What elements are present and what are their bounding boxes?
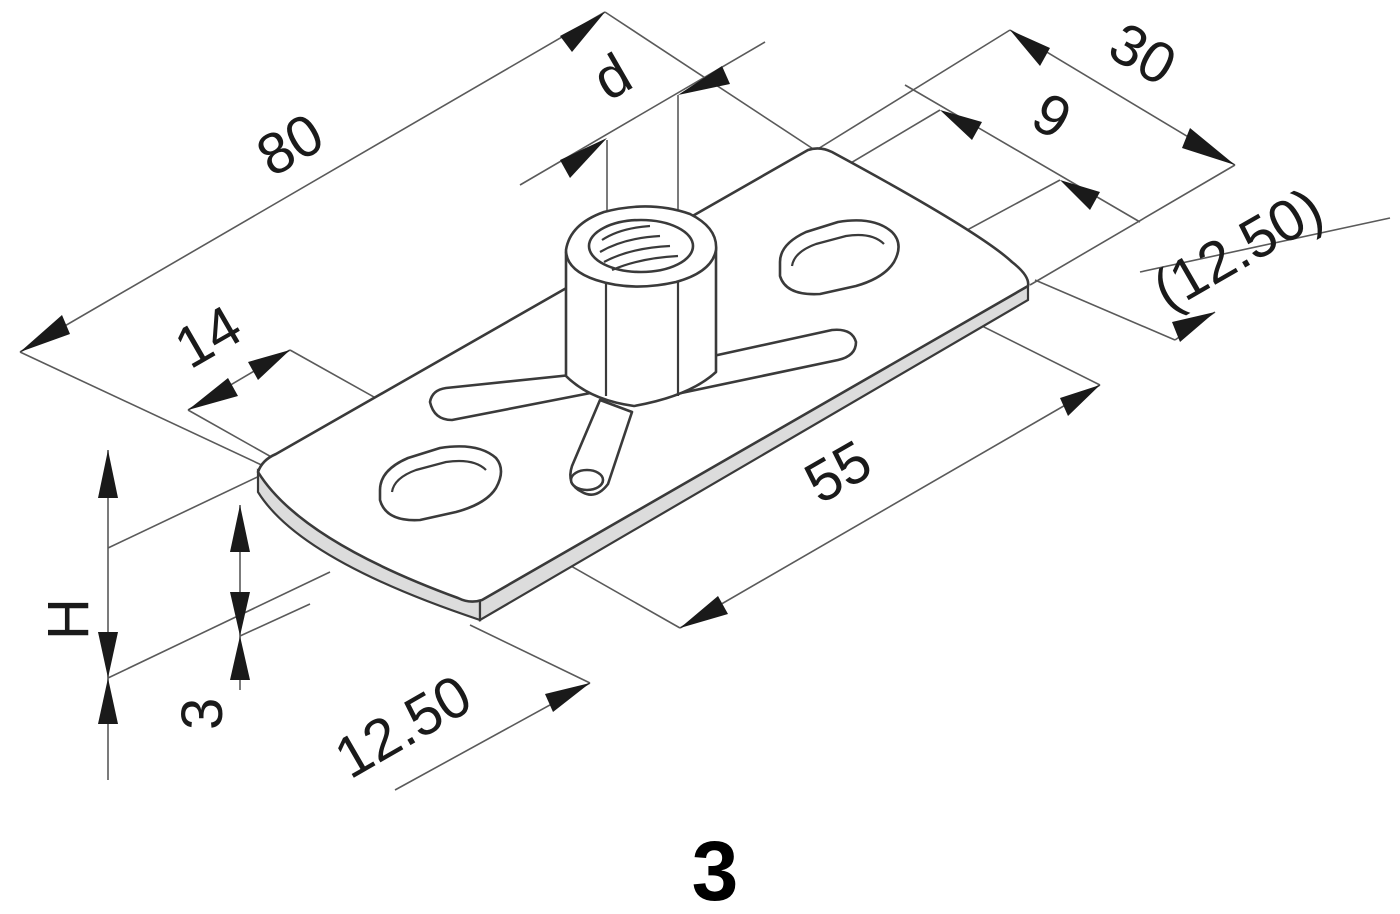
base-plate <box>256 147 1030 622</box>
dim-height: H <box>36 598 101 640</box>
dim-thickness: 3 <box>170 698 235 730</box>
slot-hole-back <box>778 219 900 296</box>
arrowheads <box>20 12 1235 724</box>
slot-hole-front <box>378 445 503 522</box>
dim-hole-slot-width: 9 <box>1022 80 1082 152</box>
dim-edge-distance-back: (12.50) <box>1142 175 1334 323</box>
hex-nut <box>564 205 718 408</box>
dim-edge-distance-front: 12.50 <box>324 662 482 791</box>
dim-hole-offset-length: 14 <box>164 293 252 382</box>
dim-hole-spacing: 55 <box>794 428 882 517</box>
dim-thread-diameter: d <box>582 41 642 113</box>
dim-width: 30 <box>1099 10 1187 99</box>
dim-total-length: 80 <box>246 101 334 190</box>
figure-label: 3 <box>692 824 739 914</box>
